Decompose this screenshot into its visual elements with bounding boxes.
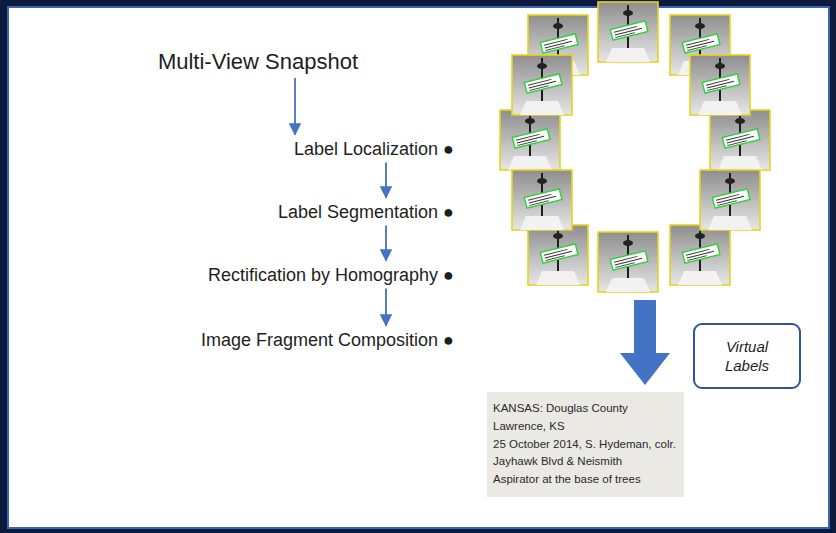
node-text: Multi-View Snapshot [158, 49, 358, 75]
node-text: Virtual Labels [712, 337, 782, 376]
label-line: Jayhawk Blvd & Neismith [493, 453, 676, 471]
flow-arrow [385, 289, 387, 326]
label-card: KANSAS: Douglas CountyLawrence, KS25 Oct… [487, 392, 684, 497]
snapshot-tile [598, 2, 658, 62]
snapshot-tile [528, 225, 588, 285]
snapshot-tile [598, 232, 658, 292]
step-label: Label Segmentation ● [275, 201, 457, 224]
label-line: Aspirator at the base of trees [493, 471, 676, 489]
step-title: Multi-View Snapshot [155, 48, 361, 76]
snapshot-tile [500, 110, 560, 170]
step-label: Label Localization ● [291, 138, 457, 161]
flow-arrow [385, 163, 387, 198]
label-line: 25 October 2014, S. Hydeman, colr. [493, 436, 676, 454]
result-arrow [620, 300, 670, 385]
label-line: KANSAS: Douglas County [493, 400, 676, 418]
node-text: Label Segmentation ● [278, 202, 454, 223]
flow-arrow [385, 226, 387, 261]
step-label: Rectification by Homography ● [205, 264, 457, 287]
callout-inner: Virtual Labels [712, 337, 782, 376]
step-label: Image Fragment Composition ● [198, 329, 457, 352]
snapshot-tile [512, 170, 572, 230]
node-text: Image Fragment Composition ● [201, 330, 454, 351]
snapshot-tile [690, 55, 750, 115]
callout-box: Virtual Labels [693, 323, 801, 389]
snapshot-tile [710, 110, 770, 170]
snapshot-tile [700, 170, 760, 230]
snapshot-tile [512, 55, 572, 115]
node-text: Rectification by Homography ● [208, 265, 454, 286]
label-line: Lawrence, KS [493, 418, 676, 436]
snapshot-tile [670, 225, 730, 285]
flow-arrow [294, 78, 296, 135]
node-text: Label Localization ● [294, 139, 454, 160]
